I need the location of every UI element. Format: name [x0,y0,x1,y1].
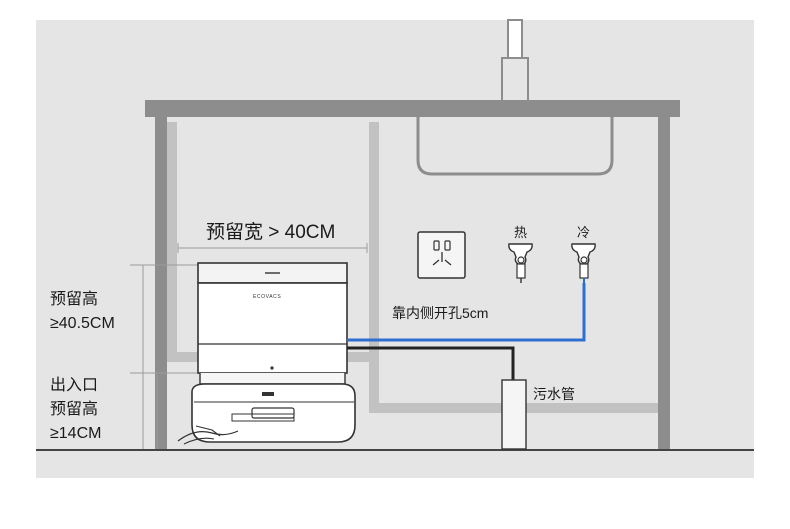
hot-water-label: 热 [514,225,528,240]
inlet-height-value: ≥14CM [50,425,102,442]
robot-vacuum-base-station [197,262,348,385]
hot-water-valve-icon [508,243,533,283]
water-inlet-pipe [347,283,586,342]
power-socket-icon [417,231,466,279]
faucet-body [501,57,529,103]
sink-basin [416,117,614,176]
width-reserve-label: 预留宽 > 40CM [206,222,336,243]
floor-line [36,449,754,451]
cold-water-valve-icon [571,243,596,284]
cabinet-right-wall [658,117,670,451]
side-hole-label: 靠内侧开孔5cm [392,305,489,321]
inner-partition-left [167,122,177,362]
brand-logo: ECOVACS [253,294,282,300]
robot-vacuum [177,383,356,445]
drain-pipe [501,379,527,450]
height-reserve-value: ≥40.5CM [50,315,115,332]
drain-pipe-label: 污水管 [533,386,575,402]
faucet-pipe [507,19,523,63]
drain-hose [347,346,515,382]
height-reserve-label: 预留高 [50,291,99,308]
countertop [145,100,680,117]
inner-partition-middle [369,122,379,412]
inlet-label: 出入口 [50,377,99,394]
cabinet-left-wall [155,117,167,451]
cold-water-label: 冷 [577,225,591,240]
inlet-height-label: 预留高 [50,401,99,418]
